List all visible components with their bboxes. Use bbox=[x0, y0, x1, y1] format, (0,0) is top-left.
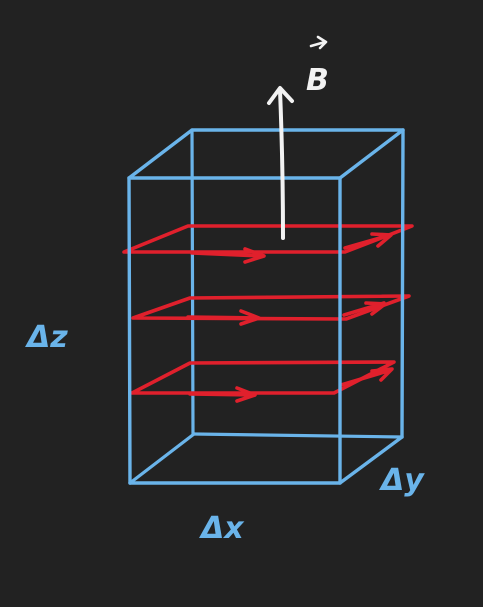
box-back-edges bbox=[128, 128, 404, 485]
current-loop-middle bbox=[131, 294, 411, 326]
dz-label: Δz bbox=[25, 320, 68, 355]
vector-hat-over-b bbox=[309, 35, 328, 50]
box-front-edges bbox=[127, 128, 405, 485]
field-vector-label: B bbox=[306, 63, 329, 98]
dy-label: Δy bbox=[379, 463, 425, 498]
current-loop-bottom bbox=[130, 360, 396, 403]
current-loop-top bbox=[122, 224, 414, 264]
dx-label: Δx bbox=[199, 511, 245, 546]
magnetic-field-arrow bbox=[267, 86, 294, 240]
